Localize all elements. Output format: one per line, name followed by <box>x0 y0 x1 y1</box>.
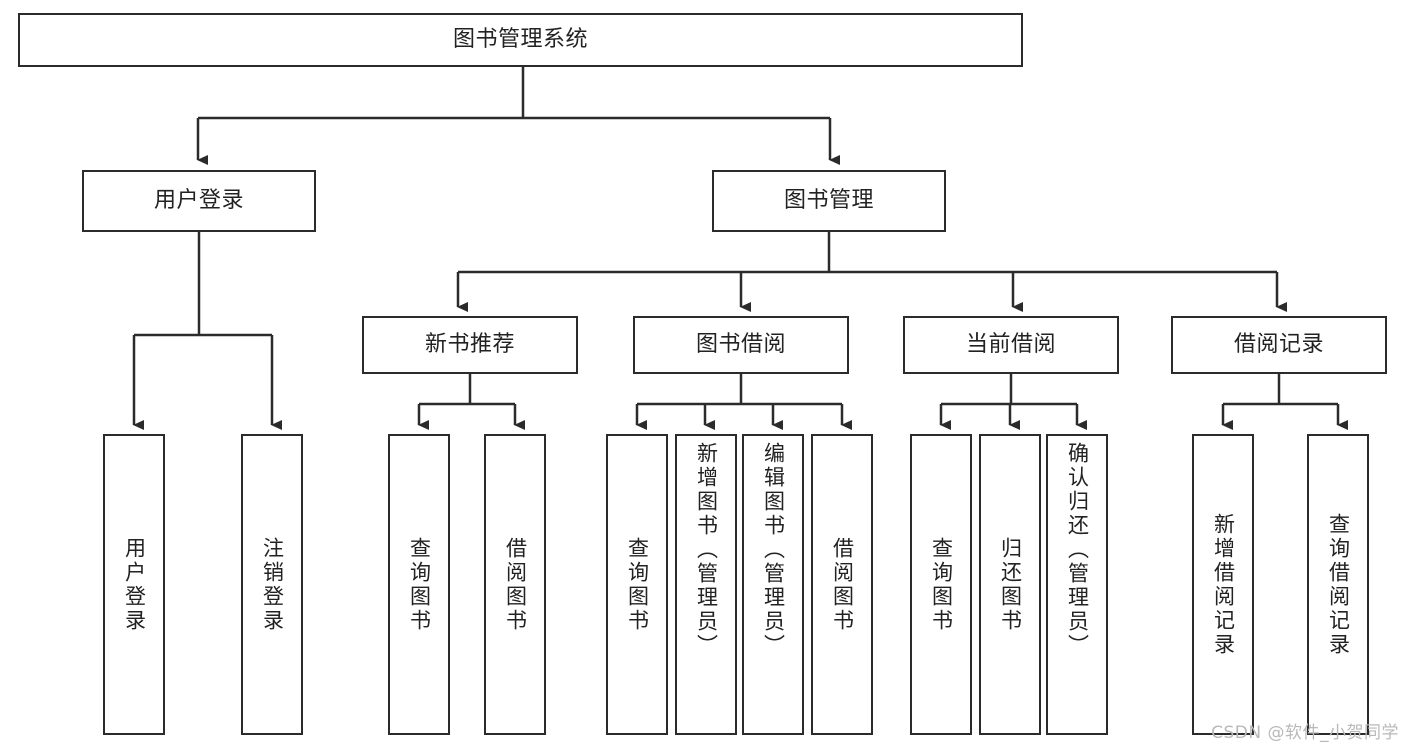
node-leaf-borrow-book-1[interactable]: 借阅图书 <box>484 434 546 735</box>
node-current-borrow[interactable]: 当前借阅 <box>903 316 1119 374</box>
node-leaf-query-book-3[interactable]: 查询图书 <box>910 434 972 735</box>
node-borrow-record-label: 借阅记录 <box>1233 332 1324 358</box>
node-leaf-add-book[interactable]: 新增图书（管理员） <box>675 434 737 735</box>
node-book-management-label: 图书管理 <box>783 188 874 214</box>
node-leaf-query-book-1[interactable]: 查询图书 <box>388 434 450 735</box>
node-leaf-logout-login-label: 注销登录 <box>260 536 285 633</box>
node-user-login-label: 用户登录 <box>153 188 244 214</box>
node-leaf-confirm-return[interactable]: 确认归还（管理员） <box>1046 434 1108 735</box>
node-leaf-return-book-label: 归还图书 <box>998 536 1023 633</box>
node-leaf-edit-book-label: 编辑图书（管理员） <box>761 442 786 658</box>
node-leaf-query-record-label: 查询借阅记录 <box>1326 512 1351 657</box>
node-root[interactable]: 图书管理系统 <box>18 13 1023 67</box>
node-leaf-add-record-label: 新增借阅记录 <box>1211 512 1236 657</box>
node-leaf-query-record[interactable]: 查询借阅记录 <box>1307 434 1369 735</box>
node-leaf-query-book-2-label: 查询图书 <box>625 536 650 633</box>
node-leaf-logout-login[interactable]: 注销登录 <box>241 434 303 735</box>
node-leaf-return-book[interactable]: 归还图书 <box>979 434 1041 735</box>
node-leaf-user-login[interactable]: 用户登录 <box>103 434 165 735</box>
node-leaf-borrow-book-2[interactable]: 借阅图书 <box>811 434 873 735</box>
node-new-book-recommend-label: 新书推荐 <box>424 332 515 358</box>
node-leaf-borrow-book-2-label: 借阅图书 <box>830 536 855 633</box>
node-book-management[interactable]: 图书管理 <box>712 170 946 232</box>
node-leaf-edit-book[interactable]: 编辑图书（管理员） <box>742 434 804 735</box>
node-leaf-query-book-1-label: 查询图书 <box>407 536 432 633</box>
node-leaf-add-book-label: 新增图书（管理员） <box>694 442 719 658</box>
node-root-label: 图书管理系统 <box>452 27 588 53</box>
node-leaf-borrow-book-1-label: 借阅图书 <box>503 536 528 633</box>
node-current-borrow-label: 当前借阅 <box>965 332 1056 358</box>
watermark-text: CSDN @软件_小贺同学 <box>1211 723 1399 743</box>
node-leaf-add-record[interactable]: 新增借阅记录 <box>1192 434 1254 735</box>
node-leaf-user-login-label: 用户登录 <box>122 536 147 633</box>
node-leaf-confirm-return-label: 确认归还（管理员） <box>1065 442 1090 658</box>
node-new-book-recommend[interactable]: 新书推荐 <box>362 316 578 374</box>
node-user-login[interactable]: 用户登录 <box>82 170 316 232</box>
node-book-borrow-label: 图书借阅 <box>695 332 786 358</box>
node-leaf-query-book-2[interactable]: 查询图书 <box>606 434 668 735</box>
node-book-borrow[interactable]: 图书借阅 <box>633 316 849 374</box>
node-leaf-query-book-3-label: 查询图书 <box>929 536 954 633</box>
node-borrow-record[interactable]: 借阅记录 <box>1171 316 1387 374</box>
